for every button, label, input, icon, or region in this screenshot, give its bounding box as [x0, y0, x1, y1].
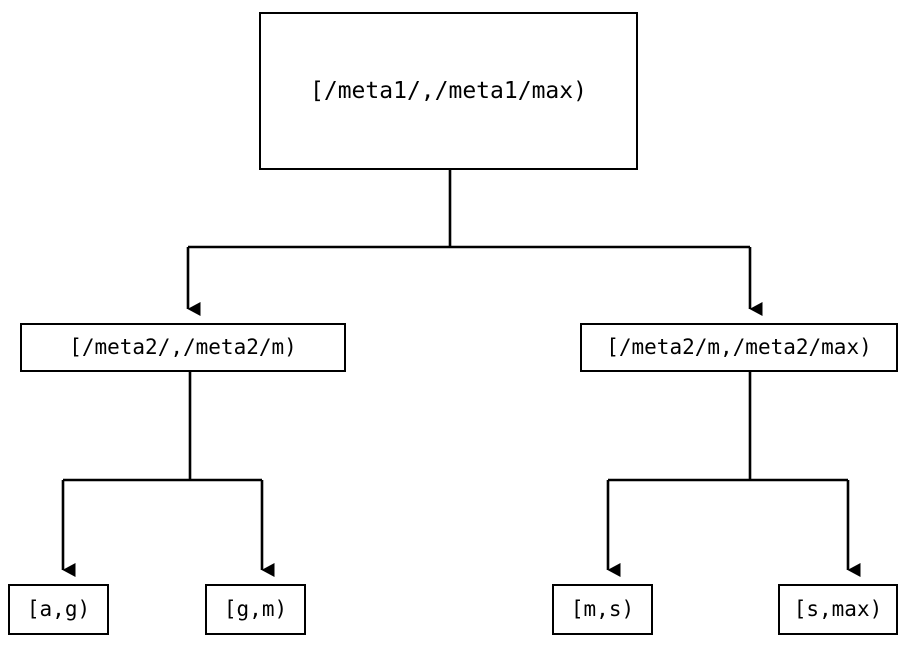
node-root-label: [/meta1/,/meta1/max) — [310, 77, 587, 104]
node-leaf-s-max[interactable]: [s,max) — [778, 584, 898, 635]
node-mid-left-label: [/meta2/,/meta2/m) — [69, 335, 297, 359]
node-mid-right[interactable]: [/meta2/m,/meta2/max) — [580, 323, 898, 372]
node-leaf-m-s[interactable]: [m,s) — [552, 584, 653, 635]
node-leaf-a-g-label: [a,g) — [26, 597, 91, 621]
node-mid-right-label: [/meta2/m,/meta2/max) — [606, 335, 872, 359]
node-leaf-a-g[interactable]: [a,g) — [8, 584, 109, 635]
node-mid-left[interactable]: [/meta2/,/meta2/m) — [20, 323, 346, 372]
node-leaf-m-s-label: [m,s) — [570, 597, 635, 621]
node-root[interactable]: [/meta1/,/meta1/max) — [259, 12, 638, 170]
node-leaf-g-m[interactable]: [g,m) — [205, 584, 306, 635]
node-leaf-g-m-label: [g,m) — [223, 597, 288, 621]
node-leaf-s-max-label: [s,max) — [793, 597, 883, 621]
